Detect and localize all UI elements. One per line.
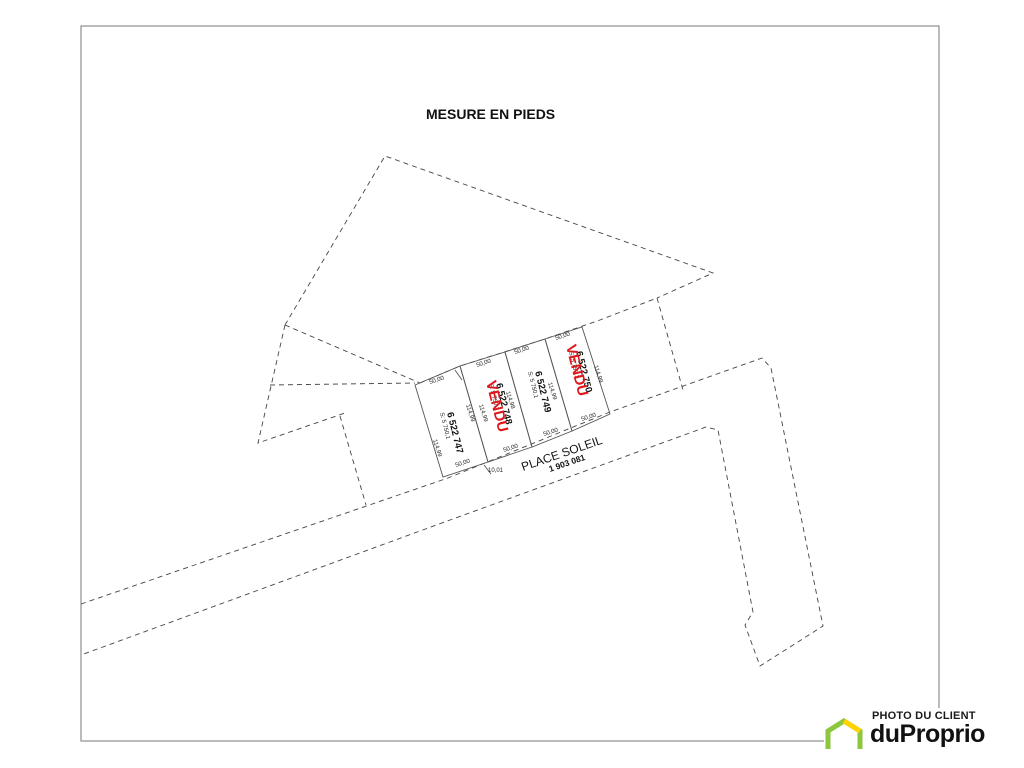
street-outline <box>80 357 824 667</box>
dim-front-lot-749-top: 50,00 <box>514 345 531 356</box>
dim-front-lot-748-bottom: 50,00 <box>503 443 520 454</box>
dim-depth-lot-747-left: 114,99 <box>431 439 442 459</box>
dim-front-lot-748-top: 50,00 <box>476 358 493 369</box>
duproprio-logo: PHOTO DU CLIENT duProprio <box>824 708 1002 754</box>
dim-front-lot-749-bottom: 50,00 <box>543 427 560 438</box>
dim-depth-lot-747-right: 114,99 <box>464 404 475 424</box>
dimension-labels: 50,00 50,00 50,00 50,00 50,00 50,00 50,0… <box>429 331 604 474</box>
dim-depth-lot-749-right: 114,99 <box>546 382 557 402</box>
dim-front-lot-750-top: 50,00 <box>555 331 572 342</box>
dim-front-lot-747-top: 50,00 <box>429 375 446 386</box>
dim-corner: 10,01 <box>488 468 504 474</box>
dim-depth-lot-748-left: 114,99 <box>477 404 488 424</box>
dim-depth-lot-750-right: 114,99 <box>592 365 603 385</box>
plan-title: MESURE EN PIEDS <box>426 106 555 122</box>
dim-front-lot-750-bottom: 50,00 <box>581 412 598 423</box>
lots <box>414 326 611 478</box>
logo-brand-name: duProprio <box>870 720 985 748</box>
dim-front-lot-747-bottom: 50,00 <box>455 458 472 469</box>
dim-depth-lot-748-right: 114,98 <box>504 391 515 411</box>
plan-frame <box>80 25 940 742</box>
logo-caption: PHOTO DU CLIENT <box>872 710 976 722</box>
house-logo-icon <box>825 718 863 749</box>
